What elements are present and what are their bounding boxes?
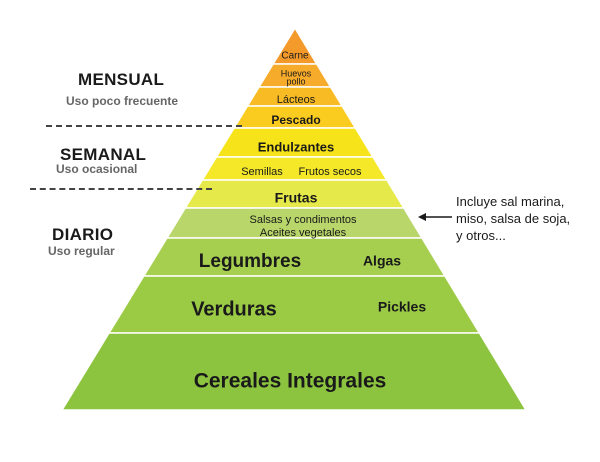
tier-label-verduras-1: Pickles xyxy=(378,299,426,315)
weekly-title: SEMANAL xyxy=(60,145,147,164)
tier-label-frutas-0: Frutas xyxy=(275,190,318,206)
tier-label-legumbres-0: Legumbres xyxy=(199,251,301,272)
daily-subtitle: Uso regular xyxy=(48,244,115,258)
pyramid-labels: CarneHuevospolloLácteosPescadoEndulzante… xyxy=(191,51,426,393)
weekly-subtitle: Uso ocasional xyxy=(56,162,138,176)
weekly-divider xyxy=(30,188,212,190)
tier-label-endulzantes-0: Endulzantes xyxy=(258,139,335,154)
pyramid-tiers xyxy=(60,26,528,411)
tier-label-legumbres-1: Algas xyxy=(363,253,401,269)
tier-label-cereales-0: Cereales Integrales xyxy=(194,370,387,393)
tier-label-carne-0: Carne xyxy=(281,51,309,62)
tier-label-verduras-0: Verduras xyxy=(191,298,277,320)
tier-cereales xyxy=(60,332,528,411)
condiments-note: Incluye sal marina, miso, salsa de soja,… xyxy=(456,193,596,244)
tier-label-semillas-0: Semillas xyxy=(241,166,283,178)
note-line-1: Incluye sal marina, xyxy=(456,194,565,209)
note-line-2: miso, salsa de soja, xyxy=(456,211,571,226)
monthly-divider xyxy=(46,125,242,127)
note-arrow xyxy=(418,213,452,221)
tier-label-lacteos-0: Lácteos xyxy=(277,94,316,106)
note-line-3: y otros... xyxy=(456,228,506,243)
tier-label-semillas-1: Frutos secos xyxy=(299,166,362,178)
tier-label-pescado-0: Pescado xyxy=(271,113,320,127)
tier-label-huevos-1: pollo xyxy=(286,76,305,86)
monthly-subtitle: Uso poco frecuente xyxy=(66,94,179,108)
daily-title: DIARIO xyxy=(52,225,114,244)
monthly-title: MENSUAL xyxy=(78,70,165,89)
tier-label-salsas-1: Aceites vegetales xyxy=(260,227,347,239)
tier-label-salsas-0: Salsas y condimentos xyxy=(250,214,357,226)
tier-label-huevos-0: Huevos xyxy=(281,68,312,78)
